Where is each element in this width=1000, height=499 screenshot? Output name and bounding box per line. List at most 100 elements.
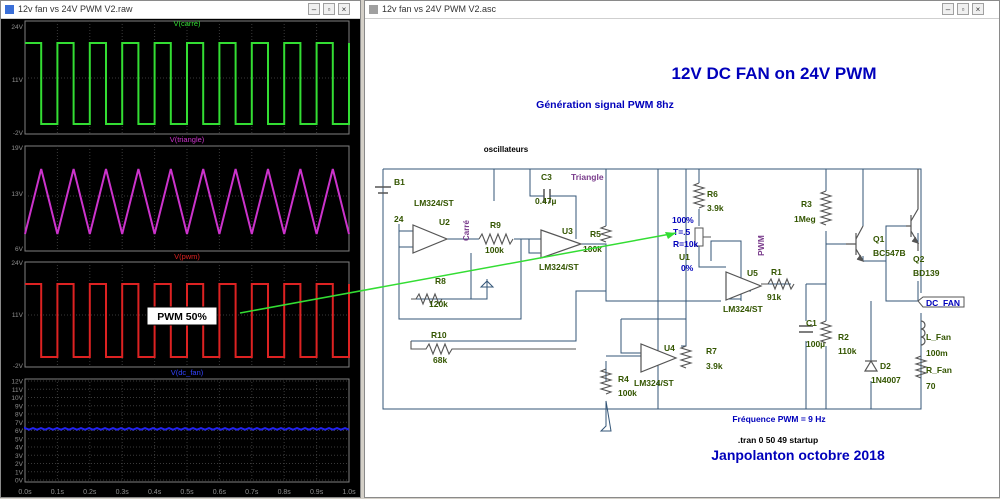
r2-label: R2 (838, 332, 849, 342)
r4-value: 100k (618, 388, 637, 398)
rfan-label: R_Fan (926, 365, 952, 375)
minimize-button[interactable]: – (942, 3, 954, 15)
r9-label: R9 (490, 220, 501, 230)
y-label: 12V (11, 379, 23, 386)
plot-window-title: 12v fan vs 24V PWM V2.raw (18, 4, 133, 14)
schematic-window[interactable]: 12v fan vs 24V PWM V2.asc – ▫ × 12V DC F… (364, 0, 1000, 498)
rfan-value: 70 (926, 381, 936, 391)
wire-network (375, 168, 922, 432)
r5-value: 100k (583, 244, 602, 254)
transistor-q2-symbol[interactable] (906, 169, 920, 251)
r10-value: 68k (433, 355, 447, 365)
pwm-callout-box (146, 306, 218, 326)
r6-value: 3.9k (707, 203, 724, 213)
u3-model: LM324/ST (539, 262, 579, 272)
x-label: 0.4s (148, 489, 162, 496)
y-label: 10V (11, 395, 23, 402)
y-label: 24V (11, 260, 23, 267)
pot-r-label: R=10k (673, 239, 699, 249)
resistor-r1-symbol[interactable] (761, 277, 795, 291)
inductor-lfan-symbol[interactable] (920, 320, 926, 346)
r3-value: 1Meg (794, 214, 816, 224)
transistor-q1-symbol[interactable] (846, 225, 865, 263)
c3-value: 0.47µ (535, 196, 557, 206)
u5-model: LM324/ST (723, 304, 763, 314)
author-credit: Janpolanton octobre 2018 (711, 447, 885, 463)
r3-label: R3 (801, 199, 812, 209)
lfan-label: L_Fan (926, 332, 951, 342)
resistor-r4-symbol[interactable] (599, 368, 613, 395)
trace-name-dc-fan[interactable]: V(dc_fan) (171, 368, 204, 377)
u2-label: U2 (439, 217, 450, 227)
section-label: oscillateurs (484, 145, 529, 154)
y-label: 9V (15, 403, 24, 410)
capacitor-c1-symbol[interactable] (799, 325, 813, 333)
u4-label: U4 (664, 343, 675, 353)
r8-label: R8 (435, 276, 446, 286)
y-label: 6V (15, 428, 24, 435)
x-label: 0.3s (116, 489, 130, 496)
y-label: 5V (15, 436, 24, 443)
triangle-wave-trace[interactable] (24, 168, 350, 235)
pot-top-label: 100% (672, 215, 694, 225)
tran-directive[interactable]: .tran 0 50 49 startup (738, 435, 818, 445)
r7-value: 3.9k (706, 361, 723, 371)
trace-name-pwm[interactable]: V(pwm) (174, 252, 200, 261)
resistor-rfan-symbol[interactable] (914, 355, 928, 379)
c1-label: C1 (806, 318, 817, 328)
y-label: 2V (15, 461, 24, 468)
u4-model: LM324/ST (634, 378, 674, 388)
r10-label: R10 (431, 330, 447, 340)
trace-name-triangle[interactable]: V(triangle) (170, 135, 205, 144)
y-label: 11V (12, 312, 24, 319)
minimize-button[interactable]: – (308, 3, 320, 15)
x-label: 0.9s (310, 489, 324, 496)
q2-model: BD139 (913, 268, 940, 278)
y-label: 3V (15, 453, 24, 460)
opamp-u5-symbol[interactable] (725, 271, 763, 301)
resistor-r10-symbol[interactable] (410, 341, 576, 356)
square-wave-trace[interactable] (25, 42, 350, 125)
resistor-r5-symbol[interactable] (599, 225, 613, 243)
trace-name-square[interactable]: V(carré) (173, 19, 201, 28)
u2-model: LM324/ST (414, 198, 454, 208)
resistor-r2-symbol[interactable] (819, 320, 833, 344)
opamp-u3-symbol[interactable] (540, 229, 583, 259)
opamp-u2-symbol[interactable] (412, 224, 449, 254)
restore-button[interactable]: ▫ (323, 3, 335, 15)
resistor-r9-symbol[interactable] (478, 232, 514, 246)
close-button[interactable]: × (972, 3, 984, 15)
resistor-r6-symbol[interactable] (692, 182, 706, 209)
r5-label: R5 (590, 229, 601, 239)
diode-d2-symbol[interactable] (863, 359, 879, 372)
net-triangle-label: Triangle (571, 172, 604, 182)
resistor-r7-symbol[interactable] (679, 345, 693, 369)
waveform-plot[interactable]: V(carré) V(triangle) V(pwm) V(dc_fan) 24… (1, 19, 362, 499)
dc-fan-net-label: DC_FAN (926, 298, 960, 308)
close-button[interactable]: × (338, 3, 350, 15)
x-label: 0.2s (83, 489, 97, 496)
x-label: 0.0s (18, 489, 32, 496)
c3-label: C3 (541, 172, 552, 182)
resistor-r3-symbol[interactable] (819, 190, 833, 226)
dc-fan-net-flag (917, 296, 965, 308)
y-label: 7V (15, 420, 24, 427)
lfan-value: 100m (926, 348, 948, 358)
q1-model: BC547B (873, 248, 906, 258)
opamp-u4-symbol[interactable] (640, 343, 678, 373)
x-label: 0.8s (278, 489, 292, 496)
x-label: 0.6s (213, 489, 227, 496)
x-label: 1.0s (342, 489, 356, 496)
restore-button[interactable]: ▫ (957, 3, 969, 15)
r8-value: 120k (429, 299, 448, 309)
plot-titlebar[interactable]: 12v fan vs 24V PWM V2.raw – ▫ × (1, 1, 360, 19)
y-label: 4V (15, 445, 24, 452)
r9-value: 100k (485, 245, 504, 255)
schematic-canvas[interactable]: 12V DC FAN on 24V PWM Génération signal … (365, 19, 999, 497)
dc-fan-trace[interactable] (24, 426, 350, 431)
y-label: 19V (11, 145, 23, 152)
waveform-window[interactable]: 12v fan vs 24V PWM V2.raw – ▫ × V(carré)… (0, 0, 361, 498)
y-label: 11V (12, 77, 24, 84)
schematic-titlebar[interactable]: 12v fan vs 24V PWM V2.asc – ▫ × (365, 1, 999, 19)
y-label: 24V (11, 24, 23, 31)
